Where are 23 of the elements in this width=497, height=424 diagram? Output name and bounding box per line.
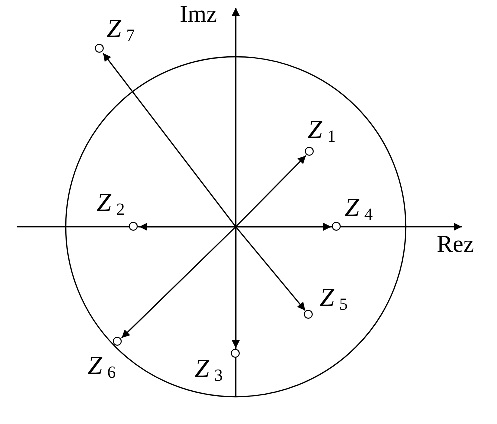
point-label: Z$_{2}$ <box>97 190 125 218</box>
arrow <box>236 156 307 228</box>
axis-label: Imz <box>180 3 218 27</box>
point-label: Z$_{6}$ <box>88 353 116 381</box>
arrow <box>236 223 332 231</box>
point-marker <box>304 310 313 319</box>
point-label: Z$_{7}$ <box>107 16 135 44</box>
point-marker <box>231 349 240 358</box>
point-label: Z$_{4}$ <box>345 195 373 223</box>
point-marker <box>332 222 341 231</box>
point-label: Z$_{5}$ <box>320 285 348 313</box>
point-label: Z$_{3}$ <box>195 356 223 384</box>
point-marker <box>305 147 314 156</box>
axis-label: Rez <box>437 233 474 257</box>
arrow <box>102 53 236 228</box>
point-marker <box>129 222 138 231</box>
arrow <box>122 226 236 339</box>
point-marker <box>95 44 104 53</box>
point-label: Z$_{1}$ <box>308 117 336 145</box>
point-marker <box>113 337 122 346</box>
arrow <box>236 226 306 312</box>
arrow <box>140 223 236 231</box>
arrow <box>232 227 240 348</box>
